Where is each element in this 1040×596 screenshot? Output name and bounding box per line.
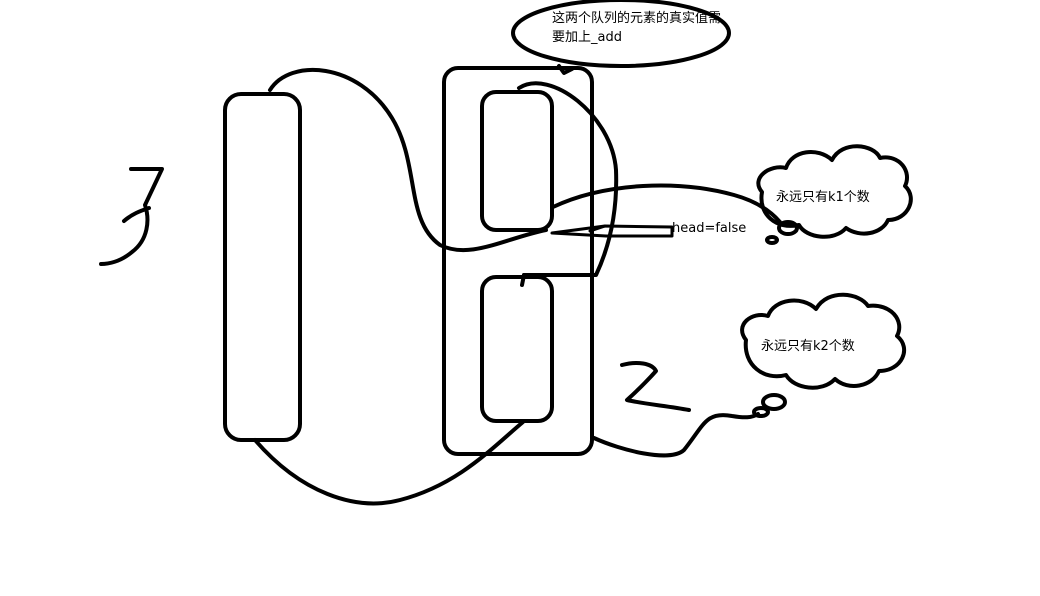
k1-cloud-bubble-2: [767, 237, 777, 243]
k2-cloud-text: 永远只有k2个数: [761, 339, 855, 354]
head-pointer-arrow: [552, 226, 672, 236]
digit-2-strokes: [622, 363, 689, 410]
k1-cloud-bubble-1: [779, 222, 797, 234]
top-inner-loop-curve: [519, 83, 616, 275]
k2-cloud-bubble-1: [763, 395, 785, 409]
bottom-inner-queue-box: [482, 277, 552, 421]
k2-link-curve: [594, 414, 758, 455]
callout-note-text: 这两个队列的元素的真实值需要加上_add: [552, 11, 722, 45]
k1-link-curve: [553, 186, 780, 222]
bottom-inner-connector: [522, 275, 524, 285]
left-to-right-top-curve: [270, 70, 546, 250]
left-to-right-bottom-curve: [255, 422, 523, 503]
k2-cloud-bubble-2: [754, 408, 768, 416]
callout-tail: [559, 66, 572, 73]
left-queue-box: [225, 94, 300, 440]
top-inner-queue-box: [482, 92, 552, 230]
callout-bubble: [513, 0, 729, 66]
k1-cloud-text: 永远只有k1个数: [776, 190, 870, 205]
k1-cloud: [758, 146, 911, 237]
head-flag-text: head=false: [672, 221, 747, 236]
digit-3-inner-stroke: [124, 208, 149, 221]
k2-cloud: [742, 295, 904, 388]
right-container-box: [444, 68, 592, 454]
head-pointer-inner-line: [590, 226, 605, 231]
